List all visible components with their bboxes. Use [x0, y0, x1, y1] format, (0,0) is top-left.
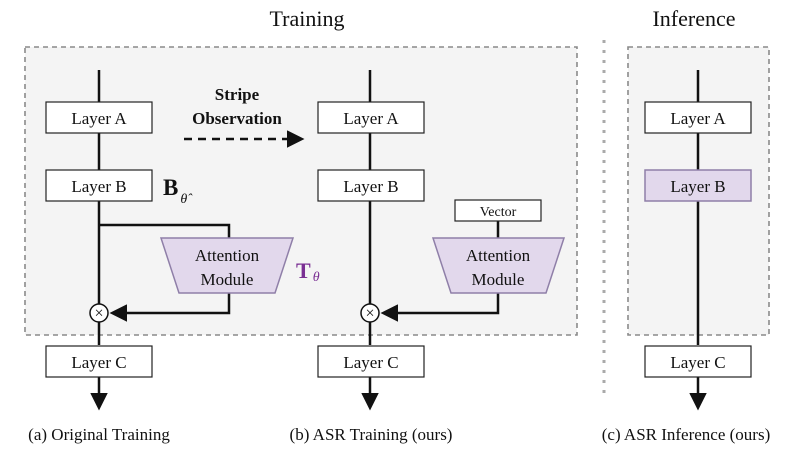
layer-b-box-highlighted: [644, 169, 752, 202]
column-asr-inference: Layer A Layer B Layer C: [644, 70, 752, 411]
inference-header: Inference: [652, 6, 735, 31]
layer-c-box: [644, 345, 752, 378]
layer-b-box: [45, 169, 153, 202]
layer-a-label: Layer A: [670, 109, 726, 128]
column-original-training: Layer A Layer B Layer C Attention Module…: [45, 70, 320, 411]
layer-c-label: Layer C: [343, 353, 398, 372]
attention-module-line2: Module: [201, 270, 254, 289]
column-asr-training: Layer A Layer B Layer C Vector Attention…: [317, 70, 566, 411]
attention-module-line2: Module: [472, 270, 525, 289]
stripe-observation-line1: Stripe: [215, 85, 260, 104]
attention-module-line1: Attention: [466, 246, 531, 265]
layer-c-box: [45, 345, 153, 378]
stripe-observation-line2: Observation: [192, 109, 282, 128]
stripe-observation: Stripe Observation: [184, 85, 305, 148]
vector-box: [454, 199, 542, 222]
layer-c-label: Layer C: [670, 353, 725, 372]
multiply-symbol: ×: [94, 305, 103, 322]
layer-b-box: [317, 169, 425, 202]
layer-b-label: Layer B: [343, 177, 398, 196]
attention-module-shape: [159, 237, 295, 294]
layer-a-box: [644, 101, 752, 134]
layer-c-label: Layer C: [71, 353, 126, 372]
attention-module-shape: [431, 237, 566, 294]
multiply-node: [360, 303, 380, 323]
caption-original-training: (a) Original Training: [28, 425, 170, 444]
caption-asr-training: (b) ASR Training (ours): [290, 425, 453, 444]
training-header: Training: [270, 6, 345, 31]
multiply-symbol: ×: [365, 305, 374, 322]
layer-a-label: Layer A: [71, 109, 127, 128]
layer-c-box: [317, 345, 425, 378]
vector-label: Vector: [480, 205, 517, 220]
attention-module-line1: Attention: [195, 246, 260, 265]
layer-b-label: Layer B: [71, 177, 126, 196]
layer-a-label: Layer A: [343, 109, 399, 128]
multiply-node: [89, 303, 109, 323]
layer-a-box: [45, 101, 153, 134]
layer-b-label: Layer B: [670, 177, 725, 196]
caption-asr-inference: (c) ASR Inference (ours): [602, 425, 771, 444]
layer-a-box: [317, 101, 425, 134]
